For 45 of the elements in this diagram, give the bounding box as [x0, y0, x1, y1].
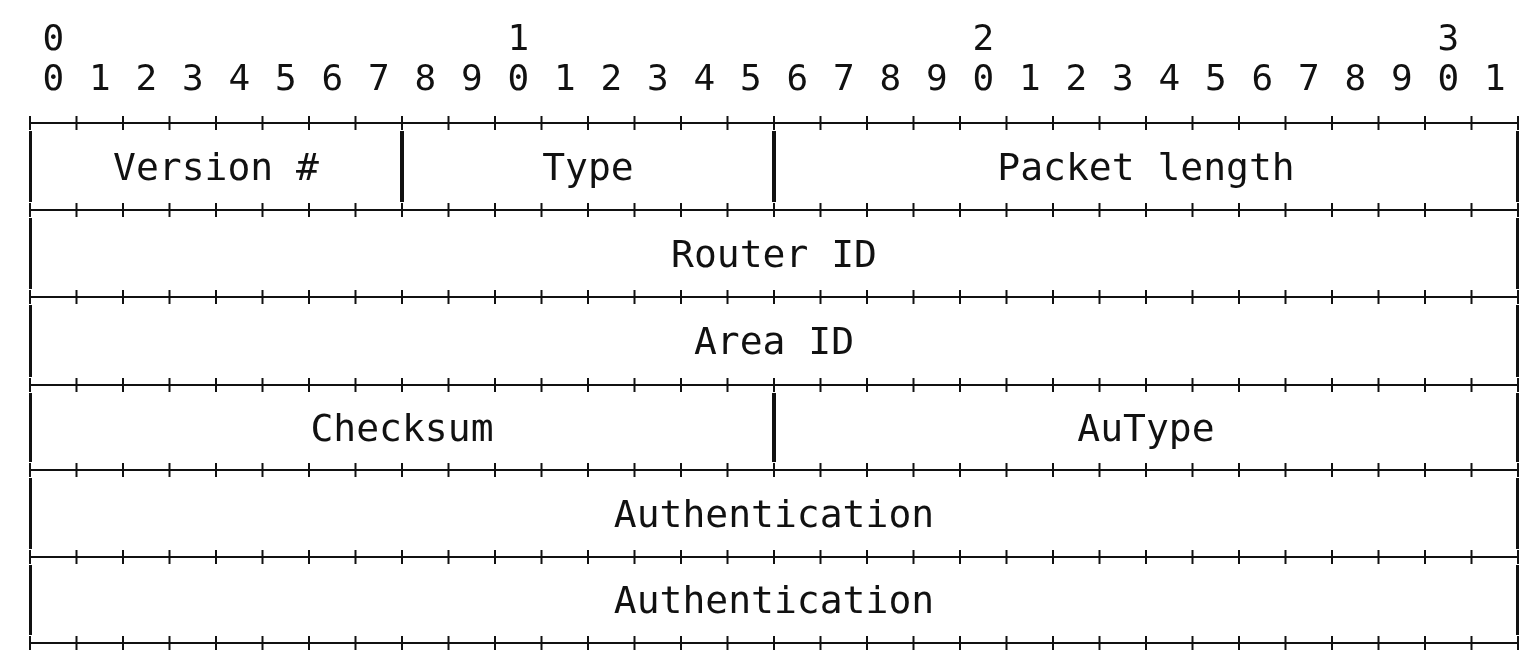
bit-number: 0	[506, 60, 531, 96]
header-field: Packet length	[773, 131, 1519, 202]
bit-number: 2	[134, 60, 159, 96]
bit-number: 8	[1343, 60, 1368, 96]
bit-number: 3	[180, 60, 205, 96]
bit-number: 9	[1389, 60, 1414, 96]
header-field: AuType	[773, 393, 1519, 462]
bit-number: 0	[1436, 60, 1461, 96]
bit-number: 8	[413, 60, 438, 96]
bit-number: 2	[599, 60, 624, 96]
bit-number: 0	[971, 60, 996, 96]
bit-number: 4	[1157, 60, 1182, 96]
bit-number: 1	[87, 60, 112, 96]
bit-number: 4	[227, 60, 252, 96]
header-field: Type	[401, 131, 775, 202]
bit-number: 1	[552, 60, 577, 96]
decade-number: 3	[1436, 20, 1461, 56]
bit-number: 3	[645, 60, 670, 96]
bit-number: 2	[1064, 60, 1089, 96]
bit-number: 1	[1017, 60, 1042, 96]
bit-number: 5	[273, 60, 298, 96]
decade-number: 0	[41, 20, 66, 56]
bit-number: 3	[1110, 60, 1135, 96]
decade-number: 1	[506, 20, 531, 56]
header-field: Checksum	[29, 393, 775, 462]
header-field: Area ID	[29, 305, 1519, 377]
bit-number: 0	[41, 60, 66, 96]
header-field: Router ID	[29, 218, 1519, 289]
bit-number: 5	[1203, 60, 1228, 96]
header-field: Authentication	[29, 565, 1519, 635]
bit-number: 7	[366, 60, 391, 96]
bit-number: 7	[831, 60, 856, 96]
bit-number: 9	[924, 60, 949, 96]
bit-number: 6	[320, 60, 345, 96]
bit-number: 5	[738, 60, 763, 96]
bit-number: 9	[459, 60, 484, 96]
header-field: Authentication	[29, 478, 1519, 549]
decade-number: 2	[971, 20, 996, 56]
bit-number: 6	[1250, 60, 1275, 96]
bit-number: 7	[1296, 60, 1321, 96]
header-field: Version #	[29, 131, 403, 202]
bit-number: 8	[878, 60, 903, 96]
bit-number: 1	[1482, 60, 1507, 96]
bit-number: 6	[785, 60, 810, 96]
bit-number: 4	[692, 60, 717, 96]
